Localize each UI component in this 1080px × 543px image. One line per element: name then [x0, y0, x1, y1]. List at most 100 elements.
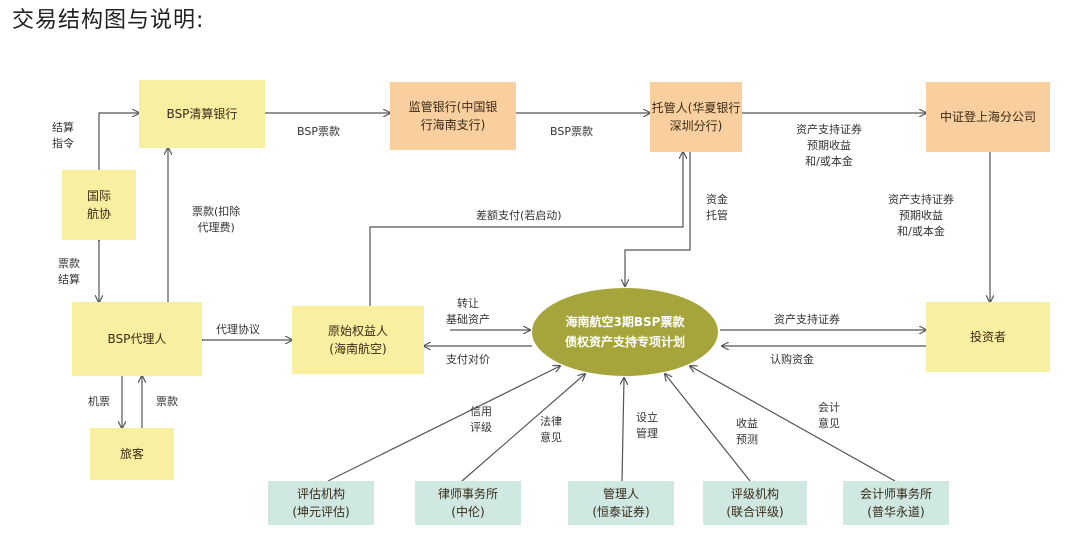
label-fund-custody-line1: 资金	[706, 193, 728, 206]
node-original-owner: 原始权益人 (海南航空)	[292, 306, 424, 374]
label-subscription-funds-text: 认购资金	[770, 353, 814, 366]
label-bsp-payment-1-text: BSP票款	[297, 125, 340, 138]
arrow-manager-to-plan	[622, 378, 624, 482]
arrow-shortfall-payment	[369, 152, 683, 306]
label-accounting-opinion-line1: 会计	[818, 401, 840, 414]
label-transfer-assets-line2: 基础资产	[446, 313, 490, 326]
label-establish-manage: 设立 管理	[636, 410, 658, 442]
node-investors: 投资者	[926, 302, 1050, 372]
arrow-rating2-to-plan	[665, 374, 751, 482]
node-accounting-firm: 会计师事务所 (普华永道)	[843, 481, 949, 525]
label-credit-rating-line2: 评级	[470, 421, 492, 434]
node-rating-agency-2-line1: 评级机构	[730, 487, 779, 501]
node-manager-line2: (恒泰证券)	[592, 505, 650, 519]
node-passengers-label: 旅客	[119, 447, 144, 461]
node-special-plan: 海南航空3期BSP票款 债权资产支持专项计划	[532, 288, 718, 376]
label-fare-minus-fee: 票款(扣除 代理费)	[192, 204, 240, 236]
label-fare-minus-fee-line2: 代理费)	[197, 221, 235, 234]
label-legal-opinion: 法律 意见	[540, 414, 562, 446]
label-credit-rating-line1: 信用	[470, 405, 492, 418]
label-abs: 资产支持证券	[774, 312, 840, 328]
label-fare: 票款	[156, 394, 178, 410]
node-supervising-bank: 监管银行(中国银 行海南支行)	[390, 82, 516, 150]
label-abs-returns-2-line2: 预期收益	[899, 209, 943, 222]
node-investors-label: 投资者	[969, 330, 1006, 344]
label-legal-opinion-line1: 法律	[540, 415, 562, 428]
label-subscription-funds: 认购资金	[770, 352, 814, 368]
label-abs-returns-1-line2: 预期收益	[807, 139, 851, 152]
node-original-owner-line2: (海南航空)	[329, 342, 387, 356]
arrow-iata-to-clearing	[98, 113, 139, 170]
label-shortfall-payment-text: 差额支付(若启动)	[476, 209, 562, 222]
label-ticket-text: 机票	[88, 395, 110, 408]
label-fund-custody: 资金 托管	[706, 192, 728, 224]
label-establish-manage-line2: 管理	[636, 427, 658, 440]
arrow-accounting-to-plan	[690, 366, 896, 482]
node-rating-agency-1: 评估机构 (坤元评估)	[268, 481, 374, 525]
label-revenue-forecast-line1: 收益	[736, 417, 758, 430]
label-credit-rating: 信用 评级	[470, 404, 492, 436]
label-abs-returns-2: 资产支持证券 预期收益 和/或本金	[888, 192, 954, 240]
label-abs-returns-2-line3: 和/或本金	[897, 225, 945, 238]
node-iata-line1: 国际	[86, 189, 111, 203]
node-accounting-firm-line1: 会计师事务所	[859, 487, 932, 501]
label-settlement-instruction-line1: 结算	[52, 121, 74, 134]
node-bsp-clearing-bank-label: BSP清算银行	[166, 107, 238, 121]
node-special-plan-line2: 债权资产支持专项计划	[564, 335, 685, 349]
node-trustee-line1: 托管人(华夏银行	[651, 101, 741, 115]
label-settlement-instruction-line2: 指令	[52, 137, 74, 150]
label-abs-returns-1: 资产支持证券 预期收益 和/或本金	[796, 122, 862, 170]
label-transfer-assets-line1: 转让	[457, 297, 479, 310]
node-bsp-clearing-bank: BSP清算银行	[139, 80, 265, 148]
arrow-custody-to-plan	[625, 152, 691, 286]
label-legal-opinion-line2: 意见	[540, 431, 562, 444]
node-rating-agency-1-line1: 评估机构	[296, 487, 345, 501]
label-fund-custody-line2: 托管	[706, 209, 728, 222]
label-abs-returns-2-line1: 资产支持证券	[888, 193, 954, 206]
node-special-plan-line1: 海南航空3期BSP票款	[565, 315, 685, 329]
label-abs-returns-1-line3: 和/或本金	[805, 155, 853, 168]
node-manager: 管理人 (恒泰证券)	[568, 481, 674, 525]
label-accounting-opinion-line2: 意见	[818, 417, 840, 430]
node-trustee: 托管人(华夏银行 深圳分行)	[650, 82, 742, 152]
label-pay-consideration: 支付对价	[446, 352, 490, 368]
node-csdc-shanghai-label: 中证登上海分公司	[939, 110, 1036, 124]
label-transfer-assets: 转让 基础资产	[446, 296, 490, 328]
node-law-firm-line2: (中伦)	[451, 505, 485, 519]
node-iata: 国际 航协	[62, 170, 136, 240]
label-accounting-opinion: 会计 意见	[818, 400, 840, 432]
label-bsp-payment-2-text: BSP票款	[550, 125, 593, 138]
node-iata-line2: 航协	[86, 207, 111, 221]
node-rating-agency-2: 评级机构 (联合评级)	[703, 481, 807, 525]
node-supervising-bank-line2: 行海南支行)	[420, 118, 486, 132]
label-revenue-forecast-line2: 预测	[736, 433, 758, 446]
node-passengers: 旅客	[90, 428, 174, 480]
node-original-owner-line1: 原始权益人	[327, 324, 388, 338]
node-csdc-shanghai: 中证登上海分公司	[926, 82, 1050, 152]
label-ticket: 机票	[88, 394, 110, 410]
arrow-law-to-plan	[461, 374, 585, 482]
label-pay-consideration-text: 支付对价	[446, 353, 490, 366]
label-agency-agreement: 代理协议	[216, 322, 260, 338]
node-bsp-agent: BSP代理人	[72, 302, 202, 376]
node-law-firm: 律师事务所 (中伦)	[415, 481, 521, 525]
label-bsp-payment-1: BSP票款	[297, 124, 340, 140]
node-bsp-agent-label: BSP代理人	[107, 332, 167, 346]
arrow-rating1-to-plan	[327, 366, 560, 482]
label-shortfall-payment: 差额支付(若启动)	[476, 208, 562, 224]
label-fare-settlement-line2: 结算	[58, 273, 80, 286]
node-supervising-bank-line1: 监管银行(中国银	[408, 100, 498, 114]
node-law-firm-line1: 律师事务所	[437, 487, 498, 501]
label-fare-minus-fee-line1: 票款(扣除	[192, 205, 241, 218]
label-abs-returns-1-line1: 资产支持证券	[796, 123, 862, 136]
page-title: 交易结构图与说明:	[12, 8, 205, 33]
label-fare-text: 票款	[156, 395, 178, 408]
label-agency-agreement-text: 代理协议	[216, 323, 260, 336]
node-manager-line1: 管理人	[602, 487, 639, 501]
label-settlement-instruction: 结算 指令	[52, 120, 74, 152]
label-abs-text: 资产支持证券	[774, 313, 840, 326]
node-rating-agency-1-line2: (坤元评估)	[292, 505, 350, 519]
label-bsp-payment-2: BSP票款	[550, 124, 593, 140]
node-rating-agency-2-line2: (联合评级)	[726, 505, 784, 519]
